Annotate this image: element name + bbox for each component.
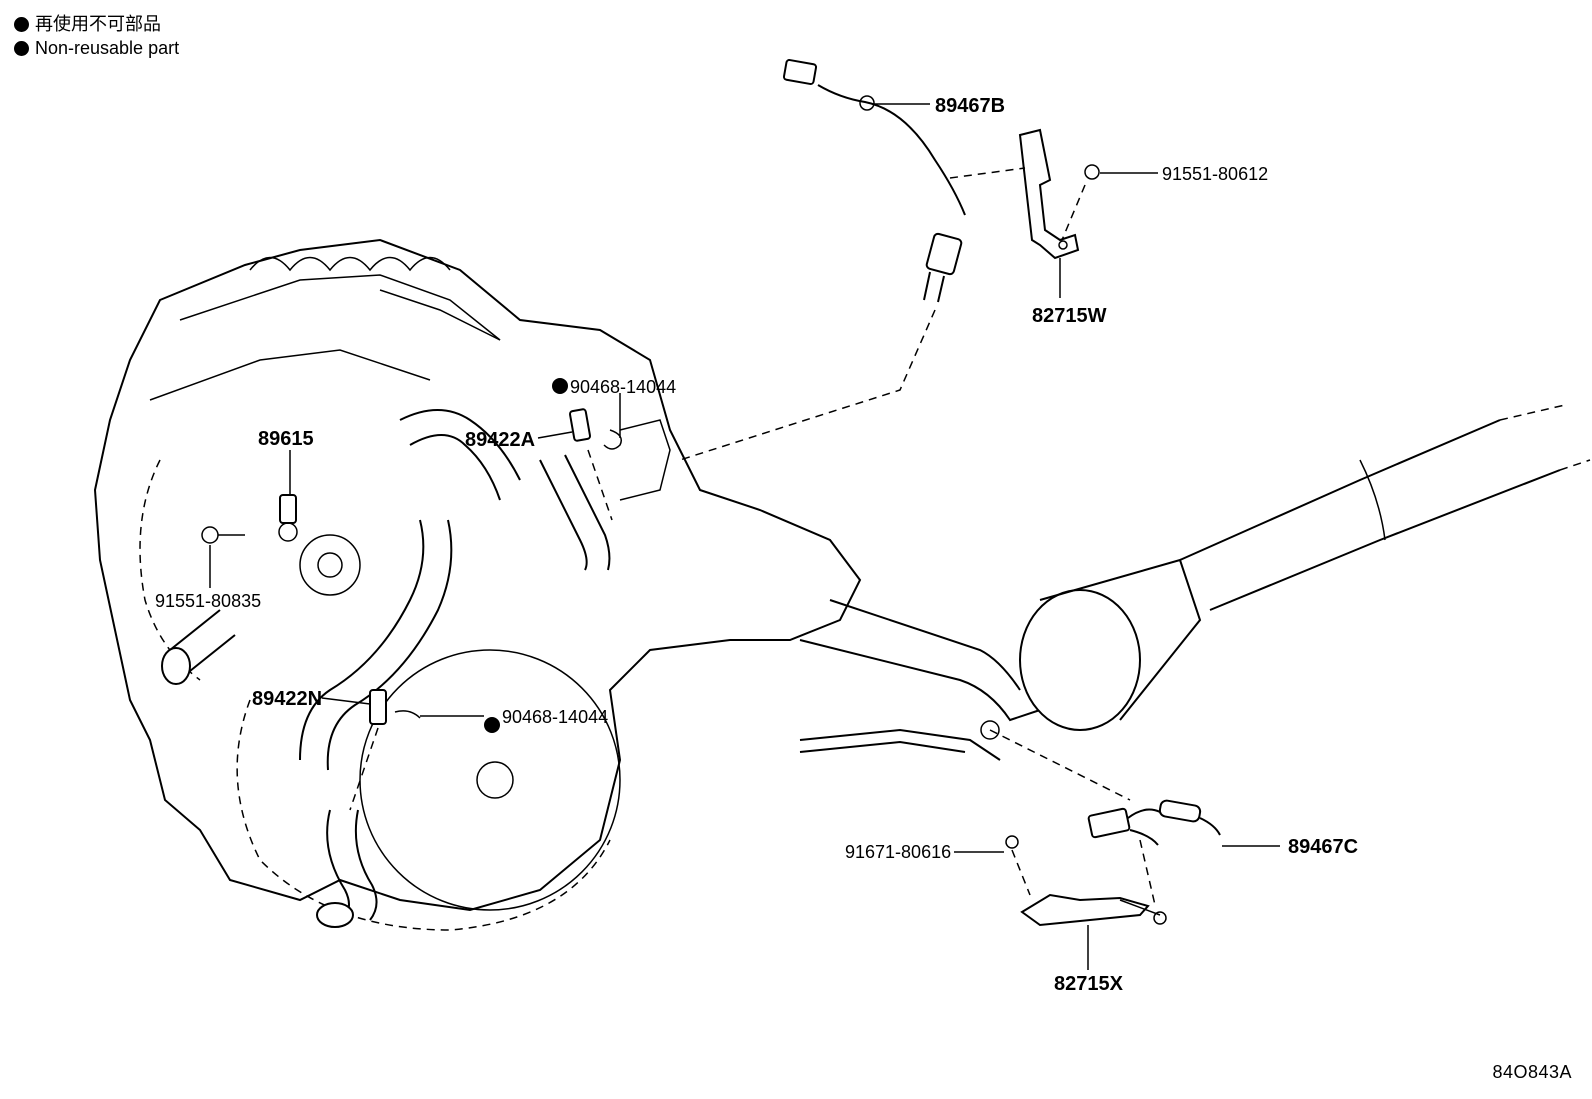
callout-82715x: 82715X <box>1054 973 1124 995</box>
engine-assembly <box>93 238 862 931</box>
o2-sensor-89467b <box>782 59 966 303</box>
non-reusable-dot-icon <box>484 717 500 733</box>
callout-90468-14044-bottom: 90468-14044 <box>502 707 608 727</box>
black-dot-icon <box>14 40 29 56</box>
callout-89467c: 89467C <box>1288 836 1358 858</box>
callout-labels: 89467B 91551-80612 82715W 90468-14044 89… <box>155 95 1358 995</box>
bracket-82715w <box>1018 128 1100 260</box>
callout-89467b: 89467B <box>935 95 1005 117</box>
callout-82715w: 82715W <box>1032 305 1107 327</box>
legend-row-en: Non-reusable part <box>14 36 179 60</box>
non-reusable-dot-icon <box>552 378 568 394</box>
callout-91671-80616: 91671-80616 <box>845 842 951 862</box>
callout-91551-80612: 91551-80612 <box>1162 164 1268 184</box>
callout-89422n: 89422N <box>252 688 322 710</box>
knock-sensor-89615 <box>201 494 298 544</box>
legend-text-en: Non-reusable part <box>35 38 180 58</box>
callout-89422a: 89422A <box>465 429 535 451</box>
legend-row-ja: 再使用不可部品 <box>14 12 179 36</box>
black-dot-icon <box>14 16 29 32</box>
exhaust-system <box>799 404 1591 761</box>
callout-89615: 89615 <box>258 428 314 450</box>
bracket-82715x <box>1005 835 1167 927</box>
o2-sensor-89467c <box>1087 799 1221 846</box>
legend: 再使用不可部品 Non-reusable part <box>14 12 179 60</box>
legend-text-ja: 再使用不可部品 <box>35 14 161 34</box>
reference-code: 84O843A <box>1492 1062 1572 1082</box>
callout-91551-80835: 91551-80835 <box>155 591 261 611</box>
sensor-89422n <box>369 689 421 725</box>
leader-lines <box>209 103 1280 970</box>
assembly-lines <box>349 167 1156 906</box>
callout-90468-14044-top: 90468-14044 <box>570 377 676 397</box>
sensor-89422a <box>568 408 622 450</box>
